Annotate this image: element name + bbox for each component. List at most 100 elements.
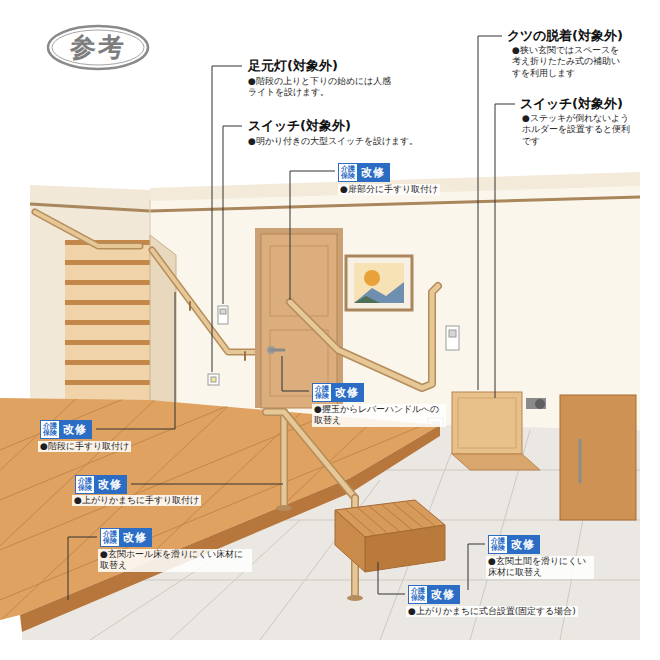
entrance-ground — [22, 425, 640, 640]
wall-picture — [354, 263, 404, 303]
insurance-tag: 介護保険 — [101, 529, 119, 546]
cabinet — [560, 395, 636, 520]
renovation-tag: 改修 — [119, 529, 151, 546]
leader-lines — [468, 544, 485, 590]
staircase — [65, 300, 150, 305]
step-handrail — [347, 595, 363, 601]
shikidai-step — [365, 525, 445, 572]
wall-picture — [354, 296, 380, 303]
leader-lines — [131, 484, 283, 485]
reference-oval: 参考 — [46, 24, 150, 71]
staircase — [65, 265, 150, 280]
door — [255, 228, 343, 408]
renovation-badge: 介護保険改修 — [40, 420, 92, 439]
renovation-tag: 改修 — [59, 421, 91, 438]
insurance-tag: 介護保険 — [76, 476, 94, 493]
renovation-note: ●握玉からレバーハンドルへの取替え — [312, 404, 446, 427]
door-handrail — [290, 286, 438, 388]
stair-handrail — [35, 212, 268, 360]
renovation-note: ●玄関ホール床を滑りにくい床材に取替え — [98, 549, 252, 572]
renovation-tag: 改修 — [94, 476, 126, 493]
renovation-badge: 介護保険改修 — [312, 383, 364, 402]
folding-chair — [452, 454, 540, 470]
folding-chair — [458, 398, 516, 448]
staircase — [65, 385, 150, 400]
shikidai-step — [345, 501, 435, 535]
door — [255, 228, 343, 408]
callout-heading: 足元灯(対象外) — [248, 58, 338, 74]
door-handrail — [290, 286, 438, 388]
switch-plates — [446, 326, 459, 350]
switch-plates — [211, 377, 216, 382]
stair-handrail — [189, 302, 191, 310]
leader-lines — [378, 562, 405, 594]
stick-holder — [526, 398, 546, 409]
callout-note: ●狭い玄関ではスペースを考え折りたたみ式の補助いすを利用します — [512, 45, 624, 79]
renovation-note: ●階段に手すり取付け — [38, 441, 131, 452]
staircase — [65, 325, 150, 340]
renovation-badge: 介護保険改修 — [338, 163, 390, 182]
renovation-badge: 介護保険改修 — [488, 535, 540, 554]
renovation-note: ●玄関土間を滑りにくい床材に取替え — [486, 556, 594, 579]
stick-holder — [535, 399, 545, 409]
staircase — [65, 340, 150, 345]
staircase — [65, 280, 150, 285]
staircase — [65, 260, 150, 265]
callout-note: ●明かり付きの大型スイッチを設けます。 — [248, 136, 418, 147]
step-handrail — [266, 412, 363, 601]
wall — [30, 185, 150, 420]
shikidai-step — [335, 510, 365, 572]
cabinet — [560, 395, 636, 520]
oval-outer — [48, 26, 148, 69]
wall-picture — [364, 270, 380, 286]
insurance-tag: 介護保険 — [313, 384, 331, 401]
callout-note: ●ステッキが倒れないようホルダーを設置すると便利です — [522, 113, 634, 147]
insurance-tag: 介護保険 — [409, 586, 427, 603]
staircase — [65, 285, 150, 300]
insurance-tag: 介護保険 — [339, 164, 357, 181]
wall-picture — [354, 282, 404, 303]
wall-picture — [346, 256, 412, 310]
door-handrail — [290, 286, 438, 388]
leader-lines — [290, 171, 335, 300]
leader-lines — [223, 126, 242, 304]
staircase — [65, 365, 150, 380]
step-handrail — [282, 412, 287, 506]
door — [271, 349, 284, 352]
callout-heading: クツの脱着(対象外) — [507, 28, 623, 44]
wall — [30, 172, 640, 432]
wall-picture — [346, 256, 412, 310]
switch-plates — [220, 309, 226, 314]
folding-chair — [452, 392, 522, 454]
renovation-tag: 改修 — [427, 586, 459, 603]
callout-heading: スイッチ(対象外) — [520, 96, 623, 112]
switch-plates — [208, 374, 219, 385]
stair-handrail — [152, 250, 268, 352]
callout-heading: スイッチ(対象外) — [248, 118, 351, 134]
switch-plates — [218, 306, 228, 324]
staircase — [65, 380, 150, 385]
step-handrail — [280, 412, 288, 506]
oval-inner — [52, 30, 144, 65]
stair-handrail — [35, 212, 140, 246]
insurance-tag: 介護保険 — [41, 421, 59, 438]
leader-lines — [212, 66, 242, 372]
renovation-note: ●扉部分に手すり取付け — [338, 184, 440, 195]
reference-title: 参考 — [70, 30, 126, 65]
leader-lines — [282, 356, 309, 391]
staircase — [65, 320, 150, 325]
stair-handrail — [152, 250, 268, 352]
cabinet — [579, 440, 582, 482]
insurance-tag: 介護保険 — [489, 536, 507, 553]
stair-handrail — [35, 212, 140, 246]
renovation-tag: 改修 — [331, 384, 363, 401]
stair-handrail — [244, 352, 246, 360]
renovation-tag: 改修 — [507, 536, 539, 553]
leader-lines — [478, 36, 502, 390]
leader-lines — [68, 537, 97, 600]
leader-lines — [68, 36, 515, 600]
renovation-tag: 改修 — [357, 164, 389, 181]
switch-plates — [449, 330, 456, 337]
